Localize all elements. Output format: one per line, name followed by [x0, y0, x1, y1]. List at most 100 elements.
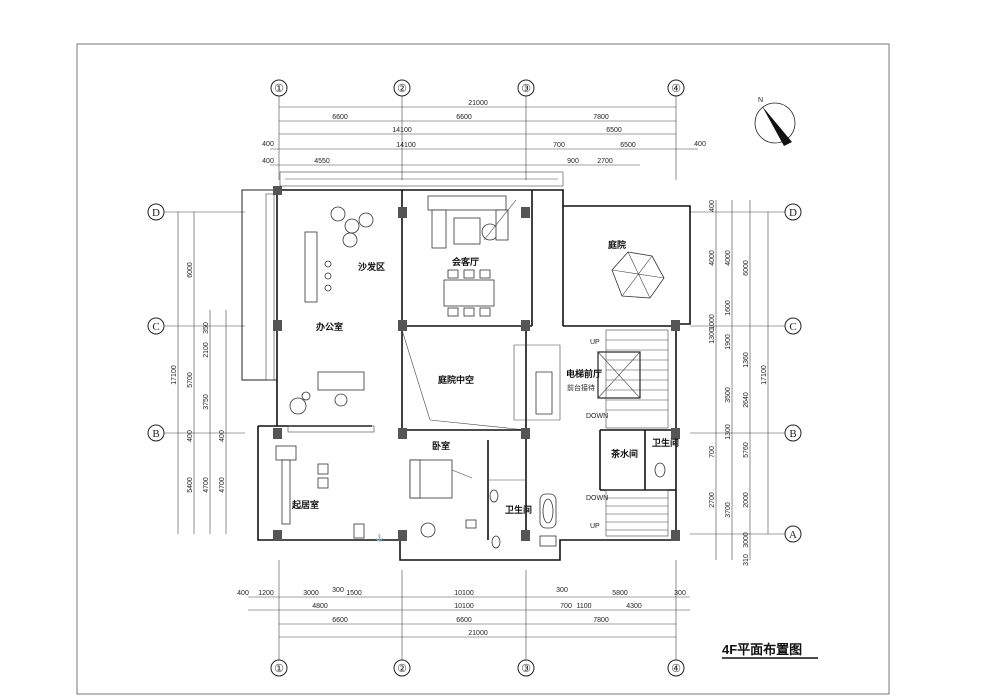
structural-columns — [273, 186, 680, 541]
stair-down-label-2: DOWN — [586, 495, 608, 502]
bottom-dim-r3-1: 6600 — [456, 617, 472, 624]
room-label-bedroom: 卧室 — [432, 440, 450, 451]
top-grid-markers: ① ② ③ ④ — [270, 79, 685, 97]
left-dim-2: 2100 — [203, 342, 210, 358]
dining-table-icon — [443, 269, 495, 317]
right-dim-17: 3000 — [743, 532, 750, 548]
room-label-living: 会客厅 — [452, 256, 479, 267]
left-dim-7: 5400 — [187, 477, 194, 493]
room-label-elevator-hall: 电梯前厅 — [566, 368, 602, 379]
top-dim-overall: 21000 — [468, 100, 488, 107]
right-dim-10: 2640 — [743, 392, 750, 408]
bottom-dim-r2-1: 10100 — [454, 603, 474, 610]
bottom-dim-r1-2: 3000 — [303, 590, 319, 597]
room-label-sofa: 沙发区 — [358, 261, 385, 272]
room-label-study: 起居室 — [291, 499, 319, 510]
grid-row-B-right: B — [789, 428, 796, 440]
left-dim-8: 4700 — [203, 477, 210, 493]
grid-col-1-bottom: ① — [274, 663, 284, 675]
right-dim-2: 4000 — [725, 250, 732, 266]
bed-icon — [409, 459, 477, 538]
right-dim-5: 1000 — [709, 314, 716, 330]
top-dim-r4-b: 4550 — [314, 158, 330, 165]
bottom-dim-r3-0: 6600 — [332, 617, 348, 624]
top-dim-r1-c: 7800 — [593, 114, 609, 121]
grid-col-2-bottom: ② — [397, 663, 407, 675]
room-label-office: 办公室 — [316, 321, 343, 332]
top-dim-r2-a: 14100 — [392, 127, 412, 134]
bottom-dim-r2-2: 700 — [560, 603, 572, 610]
bottom-dim-overall: 21000 — [468, 630, 488, 637]
right-dim-6: 1300 — [709, 328, 716, 344]
right-dim-7: 1900 — [725, 334, 732, 350]
right-dim-outer: 17100 — [761, 365, 768, 385]
lounge-chairs-icon — [304, 206, 374, 303]
top-dim-r3-b: 14100 — [396, 142, 416, 149]
top-dim-r3-e: 400 — [694, 141, 706, 148]
grid-col-1-top: ① — [274, 83, 284, 95]
top-dim-r3-d: 6500 — [620, 142, 636, 149]
drawing-title-text: 4F平面布置图 — [722, 642, 802, 657]
grid-row-D-right: D — [789, 207, 797, 219]
room-label-tea-room: 茶水间 — [610, 448, 638, 459]
left-dim-1: 350 — [203, 322, 210, 334]
study-desk-icon: ⚓ — [275, 445, 384, 542]
grid-row-C-right: C — [789, 321, 796, 333]
left-dim-6: 400 — [219, 430, 226, 442]
left-dim-outer: 17100 — [171, 365, 178, 385]
left-dim-5: 400 — [187, 430, 194, 442]
right-dim-15: 3700 — [725, 502, 732, 518]
grid-col-2-top: ② — [397, 83, 407, 95]
top-dim-r4-c: 900 — [567, 158, 579, 165]
svg-text:⚓: ⚓ — [375, 533, 384, 542]
top-dim-r3-a: 400 — [262, 141, 274, 148]
drawing-title: 4F平面布置图 — [722, 642, 818, 659]
top-dim-r4-a: 400 — [262, 158, 274, 165]
drawing-frame — [76, 43, 890, 695]
right-dim-11: 5760 — [743, 442, 750, 458]
right-grid-markers: D C B A — [784, 203, 802, 543]
grid-col-4-top: ④ — [671, 83, 681, 95]
gazebo-icon — [611, 251, 665, 299]
stair-up-label-1: UP — [590, 339, 600, 346]
room-label-atrium: 庭院中空 — [438, 374, 474, 385]
bottom-dim-r2-0: 4800 — [312, 603, 328, 610]
office-desk-icon — [287, 371, 375, 433]
bottom-dim-r1-7: 5800 — [612, 590, 628, 597]
bottom-dim-r3-2: 7800 — [593, 617, 609, 624]
room-label-courtyard: 庭院 — [608, 239, 626, 250]
bottom-dim-r2-4: 4300 — [626, 603, 642, 610]
right-dim-1: 4000 — [709, 250, 716, 266]
top-dim-r3-c: 700 — [553, 142, 565, 149]
bottom-dim-r1-6: 300 — [556, 587, 568, 594]
bottom-dim-r1-3: 300 — [332, 587, 344, 594]
room-label-bathroom-small: 卫生间 — [652, 437, 679, 448]
stair-up-label-2: UP — [590, 523, 600, 530]
left-dim-0: 6000 — [187, 262, 194, 278]
top-dim-r1-b: 6600 — [456, 114, 472, 121]
grid-col-4-bottom: ④ — [671, 663, 681, 675]
top-dim-r1-a: 6600 — [332, 114, 348, 121]
right-dim-9: 3500 — [725, 387, 732, 403]
right-dim-8: 1360 — [743, 352, 750, 368]
right-dim-18: 310 — [743, 554, 750, 566]
right-dim-3: 6000 — [743, 260, 750, 276]
north-arrow-icon: N — [754, 97, 796, 146]
right-dim-14: 2700 — [709, 492, 716, 508]
right-dim-4: 1600 — [725, 300, 732, 316]
room-label-reception: 前台接待 — [567, 383, 595, 392]
left-dim-3: 5700 — [187, 372, 194, 388]
toilet-icon — [489, 462, 666, 549]
grid-row-D-left: D — [152, 207, 160, 219]
right-dim-0: 400 — [709, 200, 716, 212]
top-dim-r4-d: 2700 — [597, 158, 613, 165]
bottom-dim-r2-3: 1100 — [576, 603, 591, 610]
stair-down-label-1: DOWN — [586, 413, 608, 420]
stair-upper — [605, 329, 669, 429]
grid-col-3-bottom: ③ — [521, 663, 531, 675]
left-dim-9: 4700 — [219, 477, 226, 493]
bottom-dim-r1-8: 300 — [674, 590, 686, 597]
stair-lower — [605, 489, 669, 537]
bottom-dim-r1-0: 400 — [237, 590, 249, 597]
